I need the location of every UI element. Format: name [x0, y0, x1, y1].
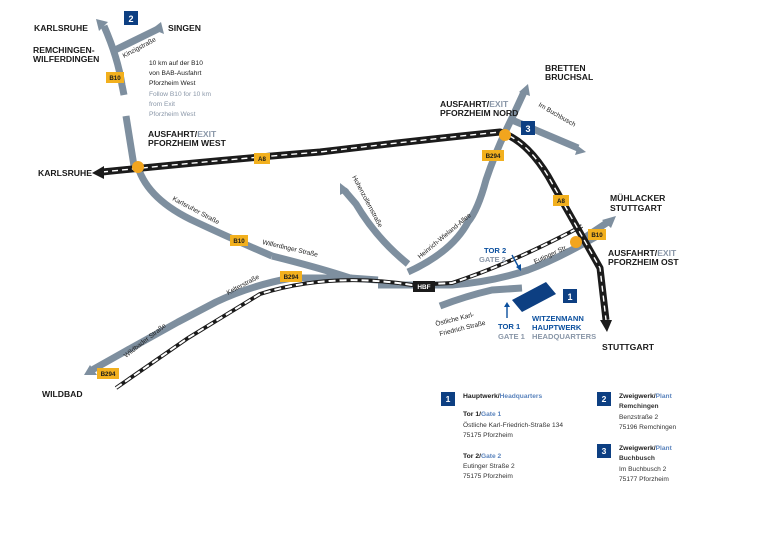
exit-nord-name: PFORZHEIM NORD: [440, 108, 518, 118]
b10-badge-ost: B10: [588, 229, 606, 240]
heinrich-wieland-allee-road: [406, 90, 528, 276]
svg-text:B10: B10: [591, 232, 603, 239]
label-stuttgart-right: STUTTGART: [610, 203, 663, 213]
svg-text:1: 1: [567, 292, 572, 302]
svg-text:B10: B10: [109, 75, 121, 82]
exit-labels: AUSFAHRT/EXIT PFORZHEIM WEST AUSFAHRT/EX…: [148, 99, 679, 267]
exit-west-name: PFORZHEIM WEST: [148, 138, 227, 148]
road-arrows: [84, 19, 616, 375]
label-muehlacker: MÜHLACKER: [610, 193, 666, 203]
arrow-stuttgart-a8: [600, 320, 612, 332]
hq-building[interactable]: [512, 282, 556, 312]
arrow-bretten: [519, 84, 530, 96]
arrow-muehlacker: [602, 216, 616, 228]
svg-text:3: 3: [525, 124, 530, 134]
svg-text:Pforzheim West: Pforzheim West: [149, 80, 196, 87]
oestliche-karl-friedrich-strasse-road: [438, 284, 523, 310]
map-markers: 2 3 1: [124, 11, 577, 303]
b10-badge-north: B10: [106, 72, 124, 83]
gate-tor1: TOR 1: [498, 322, 521, 331]
interchange-ost-dot: [570, 236, 582, 248]
svg-text:WITZENMANN: WITZENMANN: [532, 314, 584, 323]
b294-badge-center: B294: [280, 271, 302, 282]
marker-3-map[interactable]: 3: [521, 121, 535, 135]
svg-text:B294: B294: [486, 153, 501, 160]
svg-text:Pforzheim West: Pforzheim West: [149, 111, 196, 118]
marker-2-map[interactable]: 2: [124, 11, 138, 25]
label-karlsruhe-top: KARLSRUHE: [34, 23, 88, 33]
label-bretten: BRETTEN: [545, 63, 586, 73]
gate-gate1: GATE 1: [498, 332, 526, 341]
svg-text:A8: A8: [557, 198, 565, 205]
street-wildbader: Wildbader Straße: [123, 322, 168, 359]
hohenzollernstrasse-road: [341, 187, 411, 267]
svg-text:A8: A8: [258, 156, 266, 163]
gate-gate2: GATE 2: [479, 255, 506, 264]
legend-marker-1: 1: [441, 392, 455, 406]
svg-text:10 km auf der B10: 10 km auf der B10: [149, 60, 203, 67]
label-wildbad: WILDBAD: [42, 389, 83, 399]
arrow-karlsruhe-a8: [92, 166, 104, 179]
svg-text:B294: B294: [101, 371, 116, 378]
svg-text:HEADQUARTERS: HEADQUARTERS: [532, 332, 596, 341]
arrow-buchbusch-end: [575, 146, 586, 155]
label-bruchsal: BRUCHSAL: [545, 72, 593, 82]
arrow-karlsruhe-top: [96, 19, 108, 31]
interchange-west-dot: [132, 161, 144, 173]
svg-text:HBF: HBF: [417, 284, 430, 291]
b10-road-to-west-exit: [122, 115, 138, 167]
interchanges: [132, 129, 582, 248]
legend-marker-2: 2: [597, 392, 611, 406]
label-singen: SINGEN: [168, 23, 201, 33]
arrow-singen: [152, 22, 164, 34]
arrow-wildbad: [84, 365, 97, 375]
marker-1-map[interactable]: 1: [563, 289, 577, 303]
exit-west-line1: AUSFAHRT/EXIT: [148, 129, 217, 139]
railway: [114, 224, 583, 390]
label-karlsruhe-left: KARLSRUHE: [38, 168, 92, 178]
b294-badge-wildbad: B294: [97, 368, 119, 379]
gate2-arrow: [511, 254, 519, 267]
b10-north-road: [100, 24, 128, 96]
b10-badge-south: B10: [230, 235, 248, 246]
b10-directions-note: 10 km auf der B10 von BAB-Ausfahrt Pforz…: [149, 60, 211, 118]
local-roads: [90, 24, 610, 374]
svg-text:from Exit: from Exit: [149, 101, 175, 108]
label-stuttgart-bottom: STUTTGART: [602, 342, 655, 352]
svg-text:HAUPTWERK: HAUPTWERK: [532, 323, 582, 332]
svg-text:von BAB-Ausfahrt: von BAB-Ausfahrt: [149, 70, 202, 77]
exit-nord-line1: AUSFAHRT/EXIT: [440, 99, 509, 109]
route-badges: B10 A8 B294 A8 B10 B10 B294 B294 HBF: [97, 72, 606, 379]
place-labels: KARLSRUHE SINGEN REMCHINGEN- WILFERDINGE…: [33, 23, 666, 399]
label-remchingen-1: REMCHINGEN-: [33, 45, 95, 55]
hbf-badge: HBF: [413, 281, 435, 292]
svg-text:2: 2: [128, 14, 133, 24]
street-buchbusch: Im Buchbusch: [537, 102, 577, 129]
exit-ost-name: PFORZHEIM OST: [608, 257, 679, 267]
svg-text:B10: B10: [233, 238, 245, 245]
gate-tor2: TOR 2: [484, 246, 506, 255]
gate-labels: TOR 2 GATE 2 TOR 1 GATE 1: [479, 246, 526, 341]
kinzigstrasse-road: [109, 25, 160, 56]
arrow-hohenzollern: [340, 183, 349, 195]
exit-ost-line1: AUSFAHRT/EXIT: [608, 248, 677, 258]
legend-marker-3: 3: [597, 444, 611, 458]
svg-text:Follow B10 for 10 km: Follow B10 for 10 km: [149, 91, 211, 98]
a8-badge-left: A8: [254, 153, 270, 164]
b294-badge-nord: B294: [482, 150, 504, 161]
hq-label: WITZENMANN HAUPTWERK HEADQUARTERS: [532, 314, 596, 341]
label-remchingen-2: WILFERDINGEN: [33, 54, 99, 64]
svg-text:B294: B294: [284, 274, 299, 281]
a8-badge-right: A8: [553, 195, 569, 206]
interchange-nord-dot: [499, 129, 511, 141]
